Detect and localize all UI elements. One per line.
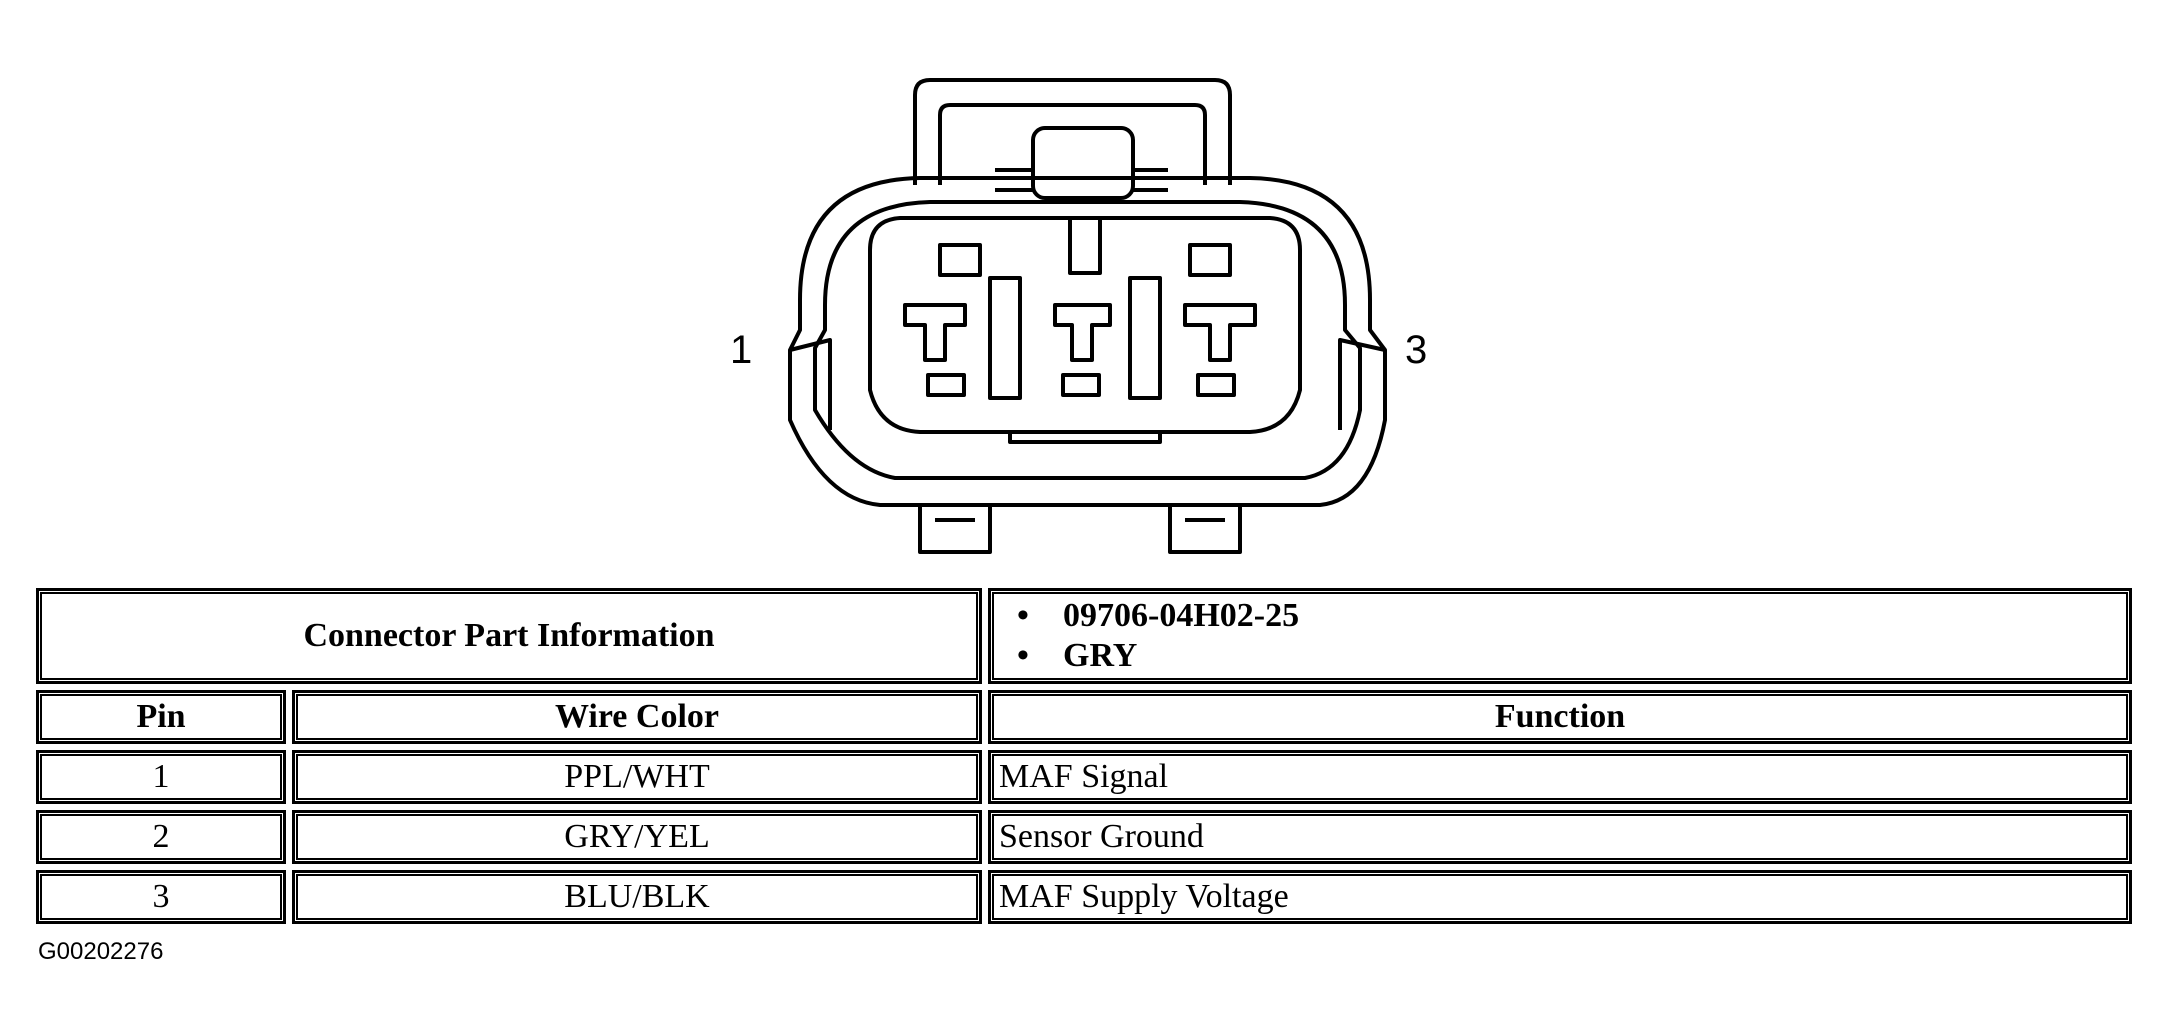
row-1-pin: 1 [36, 750, 286, 804]
foot-right [1168, 505, 1242, 554]
separator-right [1128, 276, 1162, 400]
part-info-values: 09706-04H02-25 GRY [988, 588, 2132, 684]
row-1-wire-color: PPL/WHT [292, 750, 982, 804]
row-3-pin: 3 [36, 870, 286, 924]
row-1-function: MAF Signal [988, 750, 2132, 804]
row-2-pin: 2 [36, 810, 286, 864]
latch-tab [1031, 126, 1135, 200]
row-3-function: MAF Supply Voltage [988, 870, 2132, 924]
header-function: Function [988, 690, 2132, 744]
latch-loop-inner [938, 103, 1207, 185]
pin-1-label: 1 [730, 328, 753, 372]
part-number: 09706-04H02-25 [1017, 596, 1299, 636]
header-pin: Pin [36, 690, 286, 744]
separator-left [988, 276, 1022, 400]
housing-outer [788, 176, 1387, 507]
pin-2 [1053, 303, 1112, 397]
latch-loop [913, 78, 1232, 185]
foot-left [918, 505, 992, 554]
pin-1 [903, 303, 967, 397]
row-2-wire-color: GRY/YEL [292, 810, 982, 864]
row-3-wire-color: BLU/BLK [292, 870, 982, 924]
flange-left [789, 338, 832, 430]
figure-id: G00202276 [38, 938, 164, 965]
header-wire-color: Wire Color [292, 690, 982, 744]
part-color: GRY [1017, 636, 1138, 676]
flange-right [1338, 338, 1386, 430]
connector-face-diagram [788, 78, 1387, 554]
pin-3 [1183, 303, 1257, 397]
row-2-function: Sensor Ground [988, 810, 2132, 864]
pin-cavity-frame [868, 216, 1302, 434]
part-info-label: Connector Part Information [36, 588, 982, 684]
pin-3-label: 3 [1405, 328, 1428, 372]
housing-inner [813, 200, 1362, 480]
